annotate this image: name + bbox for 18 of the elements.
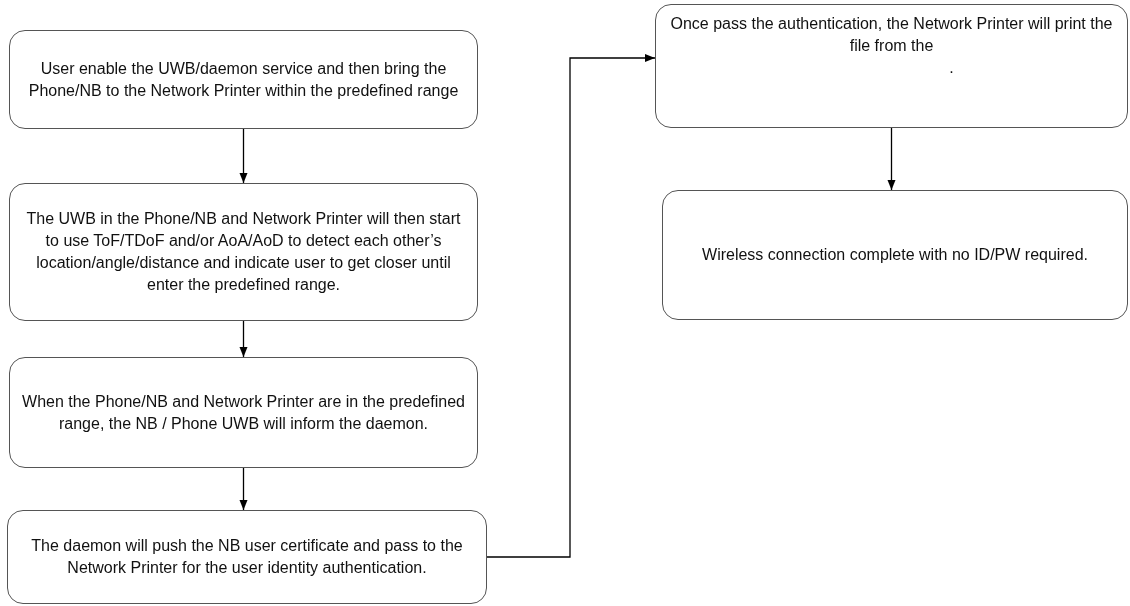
process-box — [9, 30, 478, 129]
step-text: . — [949, 59, 954, 76]
step-text: When the Phone/NB and Network Printer are in the predefined range, the NB / Phone UWB will inform the daemon. — [22, 391, 465, 434]
arrow — [239, 467, 248, 511]
step-text: User enable the UWB/daemon service and then bring the Phone/NB to the Network Printer within the predefined range — [27, 58, 460, 101]
step-text: The UWB in the Phone/NB and Network Printer will then start to use ToF/TDoF and/or AoA/AoD to detect each other’s location/angle/distance and indicate user to get closer until enter the predefined range. — [25, 209, 462, 295]
step-text: The daemon will push the NB user certificate and pass to the Network Printer for the user identity authentication. — [30, 536, 464, 578]
arrow — [239, 128, 248, 184]
process-box — [9, 357, 478, 468]
process-box — [655, 4, 1128, 128]
process-box — [662, 190, 1128, 320]
arrow — [887, 127, 896, 191]
arrow — [486, 53, 656, 558]
process-box — [9, 183, 478, 321]
step-text: Once pass the authentication, the Network Printer will print the file from the — [669, 14, 1114, 56]
step-text: Wireless connection complete with no ID/PW required. — [701, 245, 1089, 265]
arrow — [239, 320, 248, 358]
process-box — [7, 510, 487, 604]
